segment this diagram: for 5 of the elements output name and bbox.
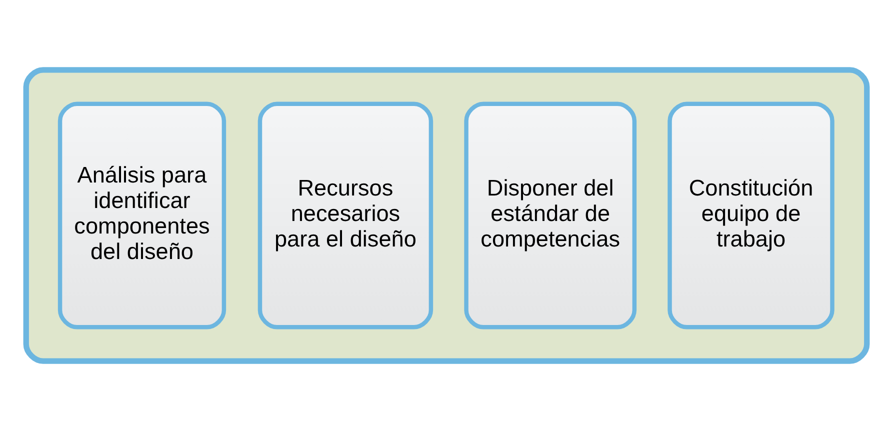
node-box: Disponer del estándar de competencias bbox=[464, 102, 637, 330]
node-box: Recursos necesarios para el diseño bbox=[258, 102, 434, 330]
node-box: Constitución equipo de trabajo bbox=[668, 102, 834, 330]
node-box: Análisis para identificar componentes del diseño bbox=[58, 102, 226, 330]
cluster bbox=[23, 67, 870, 364]
